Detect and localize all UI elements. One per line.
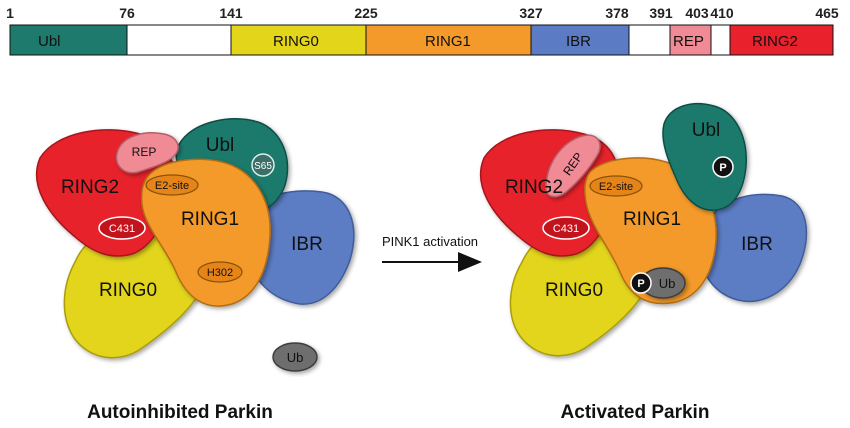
segment-linker bbox=[710, 24, 731, 56]
s65-label: S65 bbox=[254, 161, 272, 172]
rep-label: REP bbox=[132, 145, 157, 159]
segment-ibr bbox=[530, 24, 630, 56]
s65-site bbox=[251, 153, 275, 177]
arrow-label: PINK1 activation bbox=[382, 234, 478, 249]
phospho-label: P bbox=[719, 162, 726, 174]
pos-label: 391 bbox=[649, 5, 673, 21]
segment-label-ibr: IBR bbox=[566, 33, 591, 50]
phospho-s65-icon bbox=[712, 156, 734, 178]
e2-site bbox=[589, 175, 643, 197]
ubl-label: Ubl bbox=[206, 135, 235, 156]
pos-label: 327 bbox=[519, 5, 543, 21]
left-caption: Autoinhibited Parkin bbox=[87, 402, 273, 423]
segment-ring2 bbox=[729, 24, 834, 56]
right-caption: Activated Parkin bbox=[561, 402, 710, 423]
segment-ring0 bbox=[230, 24, 367, 56]
e2-site-label: E2-site bbox=[599, 181, 633, 193]
rep-domain bbox=[115, 132, 179, 174]
domain-bar: 1 76 141 225 327 378 391 403 410 465 Ubl… bbox=[6, 5, 839, 56]
segment-label-ring1: RING1 bbox=[425, 33, 471, 50]
segment-linker bbox=[628, 24, 671, 56]
pos-label: 141 bbox=[219, 5, 243, 21]
segment-label-rep: REP bbox=[673, 33, 704, 50]
ubl-domain bbox=[662, 103, 747, 211]
e2-site-label: E2-site bbox=[155, 180, 189, 192]
autoinhibited-parkin: Ubl S65 REP RING2 E2-site RING1 C431 IBR… bbox=[35, 118, 355, 423]
h302-label: H302 bbox=[207, 267, 233, 279]
ubl-label: Ubl bbox=[692, 120, 721, 141]
c431-label: C431 bbox=[553, 223, 579, 235]
ring0-label: RING0 bbox=[545, 280, 603, 301]
pos-label: 410 bbox=[710, 5, 734, 21]
ring2-label: RING2 bbox=[505, 177, 563, 198]
ub-label: Ub bbox=[287, 350, 304, 365]
c431-label: C431 bbox=[109, 223, 135, 235]
pos-label: 403 bbox=[685, 5, 709, 21]
pos-label: 76 bbox=[119, 5, 135, 21]
ub-label: Ub bbox=[659, 276, 676, 291]
segment-label-ubl: Ubl bbox=[38, 33, 61, 50]
pos-label: 225 bbox=[354, 5, 378, 21]
e2-site bbox=[145, 174, 199, 196]
pos-label: 378 bbox=[605, 5, 629, 21]
ibr-label: IBR bbox=[741, 234, 773, 255]
rep-domain bbox=[545, 134, 601, 198]
ring2-label: RING2 bbox=[61, 177, 119, 198]
h302-site bbox=[197, 261, 243, 283]
phospho-label: P bbox=[637, 278, 644, 290]
ubiquitin bbox=[272, 342, 318, 372]
segment-linker bbox=[126, 24, 232, 56]
segment-ubl bbox=[9, 24, 128, 56]
ring1-label: RING1 bbox=[623, 209, 681, 230]
phospho-ub-icon bbox=[630, 272, 652, 294]
activation-arrow: PINK1 activation bbox=[382, 234, 482, 272]
ibr-label: IBR bbox=[291, 234, 323, 255]
segment-label-ring2: RING2 bbox=[752, 33, 798, 50]
c431-site bbox=[542, 216, 590, 240]
segment-label-ring0: RING0 bbox=[273, 33, 319, 50]
segment-ring1 bbox=[365, 24, 532, 56]
pos-label: 465 bbox=[815, 5, 839, 21]
ring0-label: RING0 bbox=[99, 280, 157, 301]
activated-parkin: Ubl P REP RING2 E2-site RING1 C431 IBR R… bbox=[479, 103, 808, 423]
c431-site bbox=[98, 216, 146, 240]
ring1-label: RING1 bbox=[181, 209, 239, 230]
pos-label: 1 bbox=[6, 5, 14, 21]
